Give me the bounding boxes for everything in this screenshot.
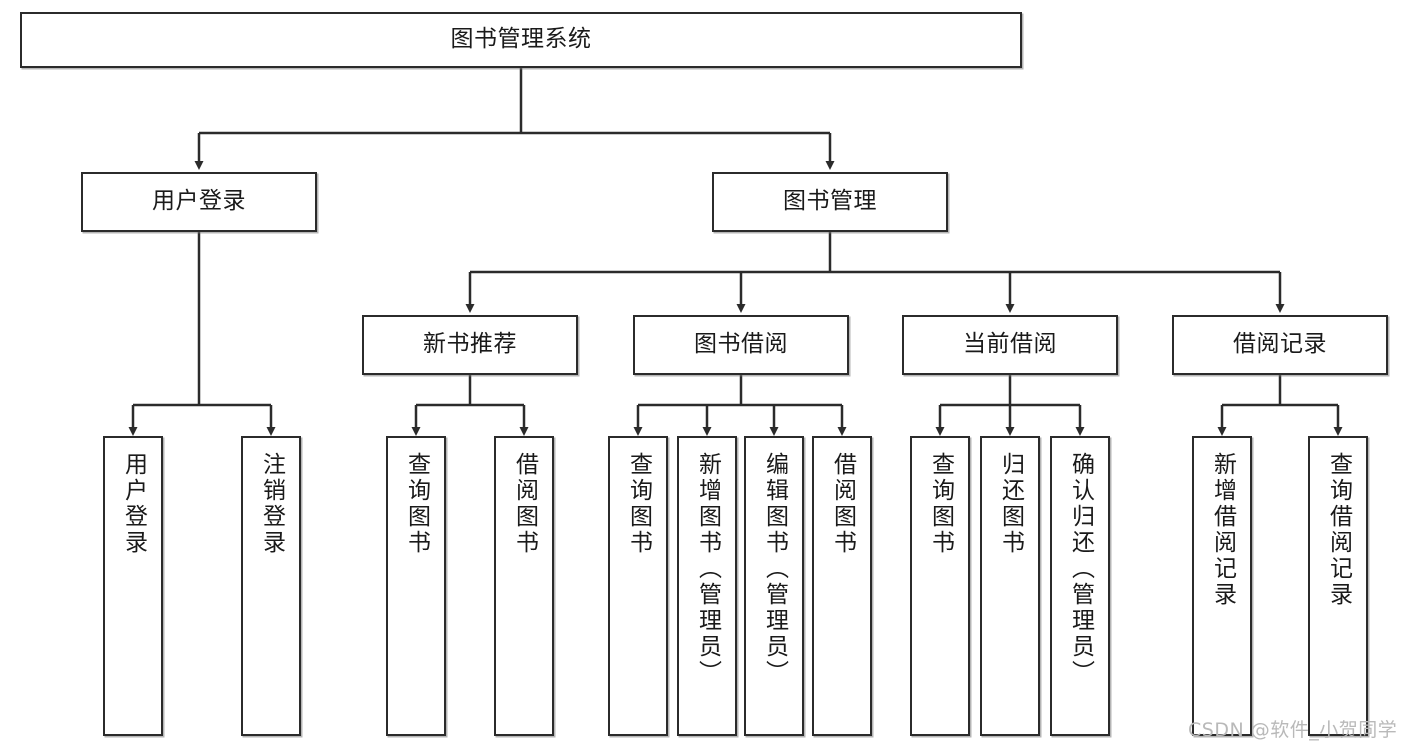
node-leaf-borrow-book[interactable]: 借阅图书 <box>812 436 872 736</box>
node-label: 新书推荐 <box>423 331 517 358</box>
node-leaf-confirm-return-admin[interactable]: 确认归还（管理员） <box>1050 436 1110 736</box>
node-current-borrow[interactable]: 当前借阅 <box>902 315 1118 375</box>
node-user-login[interactable]: 用户登录 <box>81 172 317 232</box>
node-label: 图书借阅 <box>694 331 788 358</box>
node-book-borrow[interactable]: 图书借阅 <box>633 315 849 375</box>
node-label: 新增图书（管理员） <box>694 452 721 686</box>
node-leaf-user-logout[interactable]: 注销登录 <box>241 436 301 736</box>
node-leaf-add-borrow-record[interactable]: 新增借阅记录 <box>1192 436 1252 736</box>
node-label: 查询图书 <box>403 452 430 556</box>
node-label: 用户登录 <box>120 452 147 556</box>
node-leaf-add-book-admin[interactable]: 新增图书（管理员） <box>677 436 737 736</box>
node-label: 查询图书 <box>927 452 954 556</box>
node-label: 新增借阅记录 <box>1209 452 1236 608</box>
node-label: 确认归还（管理员） <box>1067 452 1094 686</box>
watermark-text: CSDN @软件_小贺同学 <box>1188 719 1398 741</box>
node-label: 图书管理系统 <box>450 26 592 53</box>
node-label: 查询图书 <box>625 452 652 556</box>
node-label: 借阅记录 <box>1233 331 1327 358</box>
node-label: 当前借阅 <box>963 331 1057 358</box>
node-leaf-edit-book-admin[interactable]: 编辑图书（管理员） <box>744 436 804 736</box>
node-new-book-recommend[interactable]: 新书推荐 <box>362 315 578 375</box>
node-leaf-query-book-current[interactable]: 查询图书 <box>910 436 970 736</box>
node-label: 编辑图书（管理员） <box>761 452 788 686</box>
node-borrow-record[interactable]: 借阅记录 <box>1172 315 1388 375</box>
node-leaf-user-login[interactable]: 用户登录 <box>103 436 163 736</box>
node-label: 用户登录 <box>152 188 246 215</box>
node-label: 借阅图书 <box>829 452 856 556</box>
node-label: 借阅图书 <box>511 452 538 556</box>
node-leaf-borrow-book-recommend[interactable]: 借阅图书 <box>494 436 554 736</box>
node-label: 归还图书 <box>997 452 1024 556</box>
node-leaf-query-book-recommend[interactable]: 查询图书 <box>386 436 446 736</box>
node-root-book-management-system[interactable]: 图书管理系统 <box>20 12 1022 68</box>
node-leaf-query-borrow-record[interactable]: 查询借阅记录 <box>1308 436 1368 736</box>
node-label: 查询借阅记录 <box>1325 452 1352 608</box>
node-leaf-query-book[interactable]: 查询图书 <box>608 436 668 736</box>
node-label: 注销登录 <box>258 452 285 556</box>
node-label: 图书管理 <box>783 188 877 215</box>
node-book-management[interactable]: 图书管理 <box>712 172 948 232</box>
node-leaf-return-book[interactable]: 归还图书 <box>980 436 1040 736</box>
